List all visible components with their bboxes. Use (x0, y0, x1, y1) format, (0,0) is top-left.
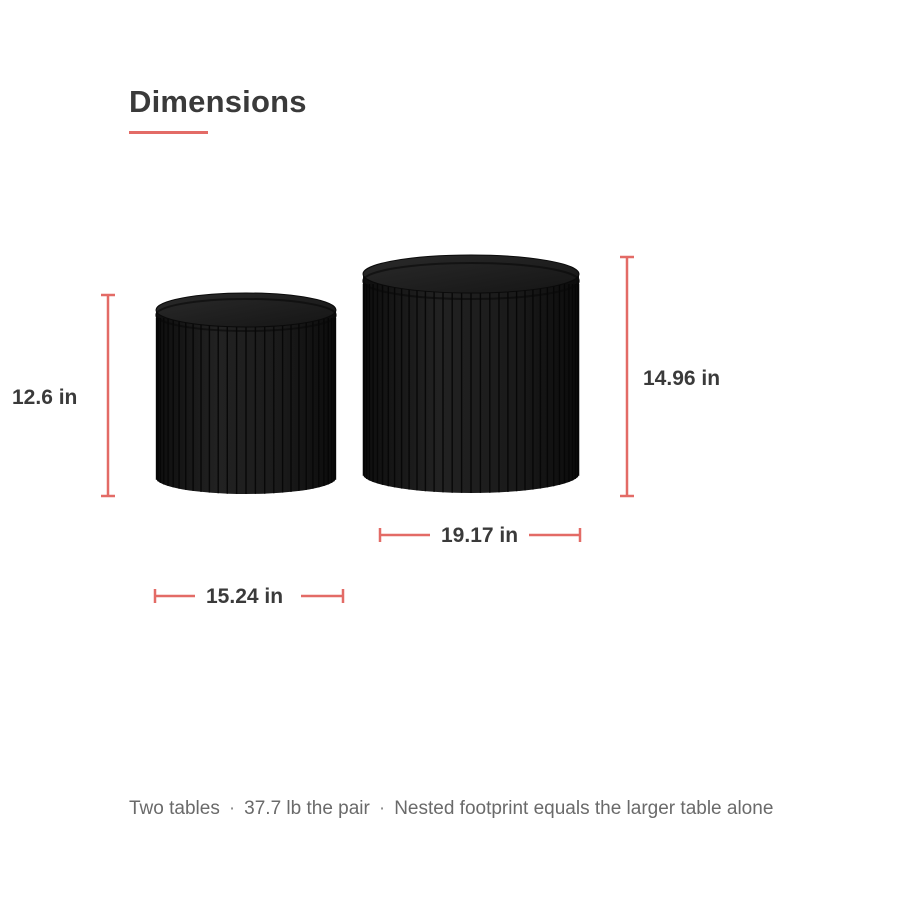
page-title: Dimensions (129, 84, 307, 119)
small-width-line (153, 589, 345, 603)
small-table-slats (155, 318, 337, 494)
footer-item-weight: 37.7 lb the pair (244, 798, 370, 819)
small-width-label: 15.24 in (206, 585, 284, 608)
large-table-slats (362, 284, 580, 493)
small-height-label: 12.6 in (12, 386, 78, 409)
footer-item-footprint: Nested footprint equals the larger table… (394, 798, 774, 819)
footer-item-count: Two tables (129, 798, 220, 819)
large-table (362, 254, 580, 493)
title-underline (129, 131, 208, 134)
large-height-label: 14.96 in (643, 367, 721, 390)
footer-separator: · (378, 798, 386, 819)
large-height-line (620, 255, 634, 498)
large-width-line (378, 528, 582, 542)
small-table (155, 292, 337, 494)
large-width-label: 19.17 in (441, 524, 519, 547)
footer-specs: Two tables · 37.7 lb the pair · Nested footp… (129, 797, 773, 821)
footer-separator: · (228, 798, 236, 819)
small-height-line (101, 293, 115, 498)
